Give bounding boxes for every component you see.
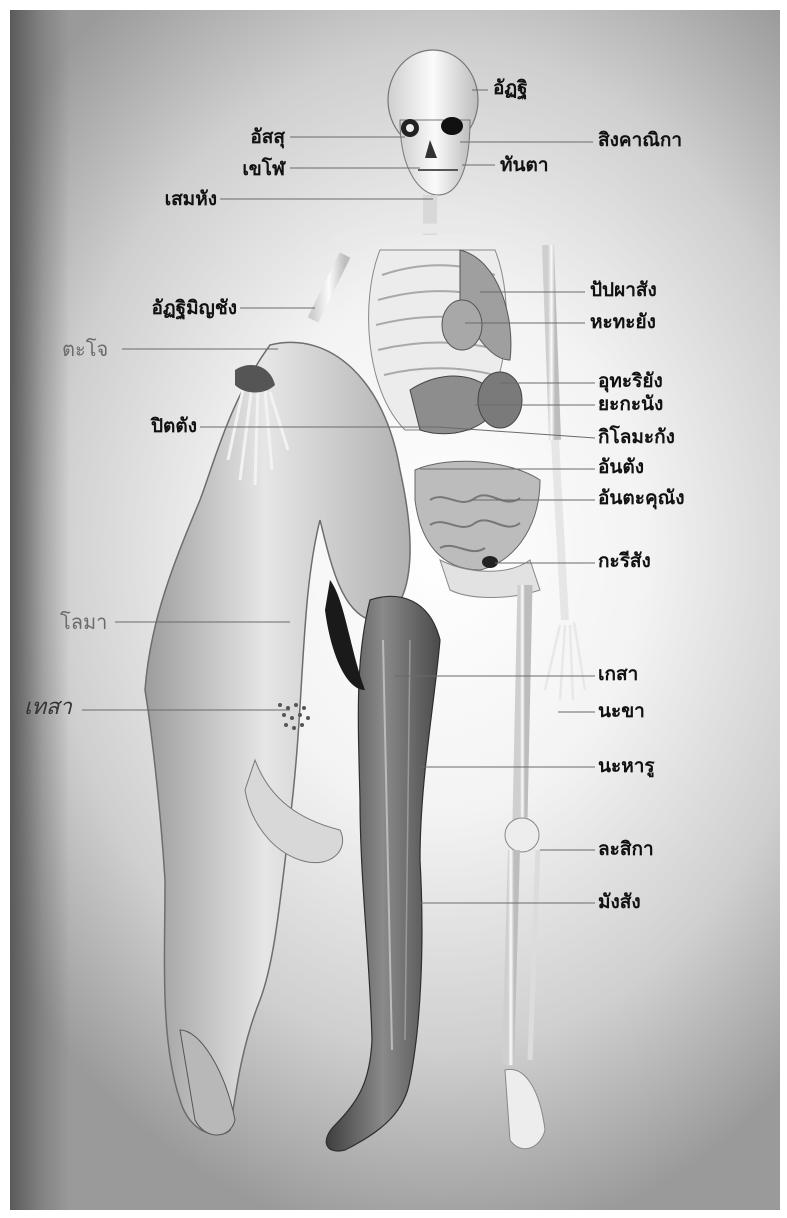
label-loma: โลมา (60, 611, 107, 633)
label-lasika: ละสิกา (598, 838, 654, 860)
femur (520, 585, 525, 820)
label-kesa-left: เทสา (24, 697, 72, 719)
label-papphasa: ปัปผาสัง (590, 279, 657, 301)
stomach (478, 372, 522, 428)
label-kesa-right: เกสา (598, 663, 638, 685)
label-danta: ทันตา (500, 154, 549, 176)
label-anta: อันตัง (598, 456, 644, 478)
label-yakana: ยะกะนัง (598, 393, 663, 415)
label-hadaya: หะทะยัง (590, 311, 656, 333)
label-karisa: กะรีสัง (598, 550, 651, 572)
label-atthi: อัฏฐิ (493, 77, 528, 99)
heart (442, 300, 482, 350)
label-khelo: เขโฬ (242, 158, 285, 180)
intestines (415, 461, 540, 570)
label-nharu: นะหารู (598, 755, 655, 777)
label-antaguna: อันตะคุณัง (598, 487, 685, 509)
label-semha: เสมหัง (165, 188, 217, 210)
label-taco: ตะโจ (62, 338, 108, 360)
label-udariya: อุทะริยัง (598, 370, 663, 392)
foot-bones (505, 1069, 545, 1148)
label-pitta: ปิตตัง (151, 415, 197, 437)
label-mamsa: มังสัง (598, 891, 641, 913)
label-atthiminja: อัฏฐิมิญชัง (151, 297, 237, 319)
label-assu: อัสสุ (250, 126, 285, 148)
label-singhanika: สิงคาณิกา (598, 129, 682, 151)
label-kilomaka: กิโลมะกัง (598, 426, 675, 448)
label-nakha: นะขา (598, 700, 645, 722)
